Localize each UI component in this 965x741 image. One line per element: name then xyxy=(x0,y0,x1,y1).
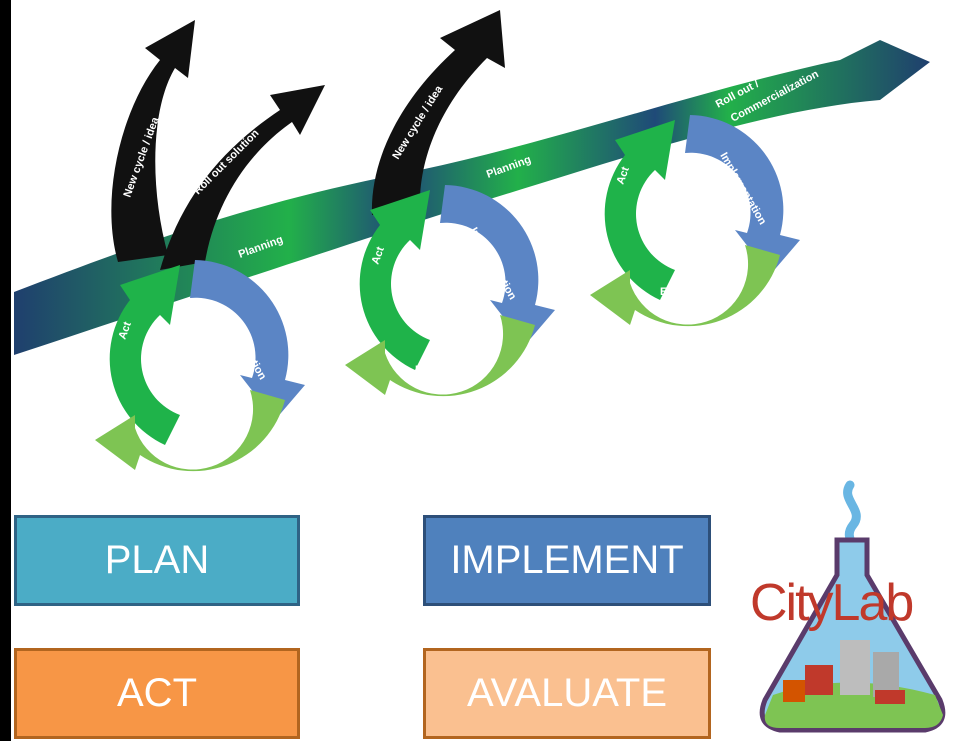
evaluation-label-2: Evaluation xyxy=(415,364,471,376)
evaluation-arrow-1 xyxy=(95,390,285,472)
rollout-arrow-1 xyxy=(160,85,325,270)
cycle-2: Act Implementation Evaluation xyxy=(345,185,555,397)
new-cycle-arrow-2 xyxy=(371,10,505,215)
implement-box: IMPLEMENT xyxy=(423,515,711,606)
implementation-arrow-2 xyxy=(440,185,555,345)
implement-label: IMPLEMENT xyxy=(450,538,684,582)
act-label-3: Act xyxy=(615,165,632,186)
citylab-logo: CityLab xyxy=(750,480,946,733)
left-border xyxy=(0,0,11,741)
plan-label: PLAN xyxy=(104,538,210,582)
act-arrow-1 xyxy=(109,265,180,445)
evaluation-arrow-3 xyxy=(590,245,780,327)
innovation-cycle-diagram: Act Implementation Evaluation Act Implem… xyxy=(14,10,930,472)
implementation-arrow-3 xyxy=(685,115,800,275)
evaluation-label-3: Evaluation xyxy=(660,286,716,298)
act-label-1: Act xyxy=(117,320,134,341)
implementation-arrow-1 xyxy=(190,260,305,420)
act-label: ACT xyxy=(117,671,197,715)
evaluation-arrow-2 xyxy=(345,315,535,397)
evaluation-label-1: Evaluation xyxy=(165,443,221,455)
plan-box: PLAN xyxy=(14,515,300,606)
act-arrow-3 xyxy=(604,120,675,300)
citylab-wordmark: CityLab xyxy=(750,574,912,632)
evaluate-box: AVALUATE xyxy=(423,648,711,739)
cycle-3: Act Implementation Evaluation xyxy=(590,115,800,327)
new-cycle-arrow-1 xyxy=(111,20,195,262)
act-arrow-2 xyxy=(359,190,430,370)
act-label-2: Act xyxy=(370,245,387,266)
cycle-1: Act Implementation Evaluation xyxy=(95,260,305,472)
act-box: ACT xyxy=(14,648,300,739)
evaluate-label: AVALUATE xyxy=(466,671,668,715)
